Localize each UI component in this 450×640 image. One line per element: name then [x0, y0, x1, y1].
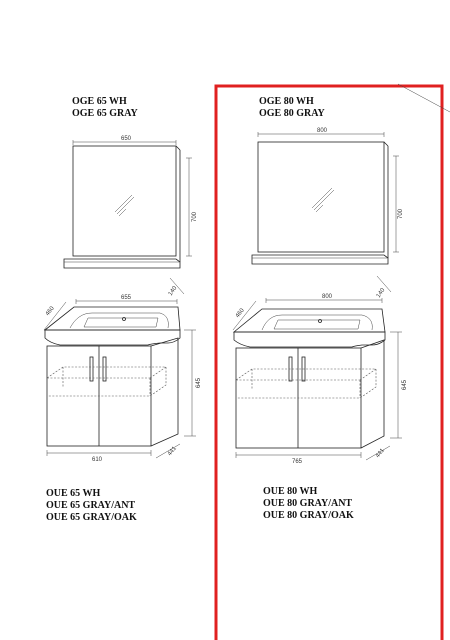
right-mirror-glass: [257, 141, 385, 253]
left-mirror-depth-label: 140: [168, 285, 179, 297]
right-cabinet: 800 460 645 765: [232, 294, 408, 465]
left-cabinet-depth-bottom-label: 441: [167, 445, 178, 457]
left-handle-2: [102, 356, 107, 382]
left-mirror-title-1: OGE 65 WH: [72, 96, 127, 107]
left-mirror-shelf: [63, 258, 181, 269]
right-cabinet-title-2: OUE 80 GRAY/ANT: [263, 498, 353, 509]
left-cabinet-title-3: OUE 65 GRAY/OAK: [46, 512, 137, 523]
left-mirror-title-2: OGE 65 GRAY: [72, 108, 138, 119]
right-tap-hole: [318, 319, 322, 323]
right-handle-2: [301, 356, 306, 382]
left-tap-hole: [122, 317, 126, 321]
right-mirror: 800 700 140: [251, 128, 404, 299]
left-mirror: 650 700 140: [63, 136, 198, 297]
right-cabinet-bottom-width-label: 765: [292, 459, 303, 465]
left-cabinet-title-1: OUE 65 WH: [46, 488, 101, 499]
right-mirror-title-1: OGE 80 WH: [259, 96, 314, 107]
right-mirror-title-2: OGE 80 GRAY: [259, 108, 325, 119]
left-mirror-height-label: 700: [192, 211, 198, 222]
right-cabinet-height-label: 645: [402, 379, 408, 390]
corner-mark: [397, 83, 450, 113]
left-mirror-glass: [72, 145, 177, 257]
left-cabinet-depth-top-label: 460: [45, 305, 56, 317]
right-cabinet-top-width-label: 800: [322, 294, 333, 300]
left-handle-1: [89, 356, 94, 382]
right-cabinet-depth-bottom-label: 441: [375, 447, 386, 459]
left-cabinet-title-2: OUE 65 GRAY/ANT: [46, 500, 136, 511]
left-cabinet-height-label: 645: [196, 377, 202, 388]
right-cabinet-title-3: OUE 80 GRAY/OAK: [263, 510, 354, 521]
right-basin-top: [232, 308, 386, 333]
left-basin-top: [43, 306, 181, 331]
left-cabinet-bottom-width-label: 610: [92, 457, 103, 463]
right-mirror-width-label: 800: [317, 128, 328, 134]
left-cabinet-top-width-label: 655: [121, 295, 132, 301]
right-cabinet-depth-top-label: 460: [235, 307, 246, 319]
left-mirror-width-label: 650: [121, 136, 132, 142]
left-cabinet: 655 460: [43, 295, 202, 463]
right-mirror-shelf: [251, 254, 389, 265]
right-mirror-height-label: 700: [398, 208, 404, 219]
right-mirror-depth-label: 140: [376, 287, 387, 299]
right-cabinet-title-1: OUE 80 WH: [263, 486, 318, 497]
highlight-frame: [214, 84, 444, 640]
